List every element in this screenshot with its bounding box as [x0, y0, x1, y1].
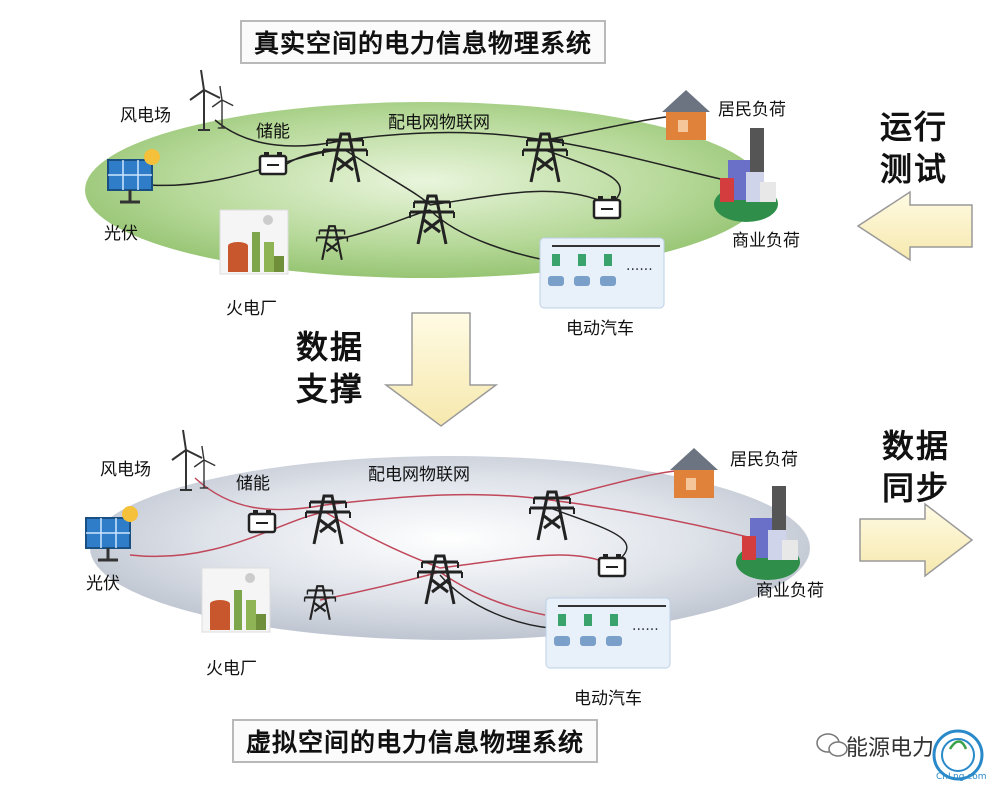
data-support-line-1: 数据	[296, 328, 365, 366]
real-pv-label: 光伏	[104, 224, 138, 244]
data-sync-label: 数据 同步	[882, 425, 950, 509]
virtual-house-icon	[670, 448, 718, 498]
real-thermal-label: 火电厂	[226, 299, 277, 319]
real-sun-icon	[144, 149, 160, 165]
real-ev-label: 电动汽车	[566, 319, 634, 339]
virtual-battery-1	[247, 508, 277, 534]
virtual-pv-label: 光伏	[86, 574, 120, 594]
real-thermal-plant	[219, 209, 289, 275]
operation-test-label: 运行 测试	[880, 106, 948, 190]
virtual-ev-label: 电动汽车	[574, 689, 642, 709]
real-ev-charging	[539, 237, 665, 309]
real-battery-2	[592, 194, 622, 220]
real-battery-1	[258, 150, 288, 176]
data-sync-line-1: 数据	[882, 427, 951, 465]
watermark-logo-text: CnLng.com	[936, 772, 987, 782]
operation-test-line-1: 运行	[880, 108, 949, 146]
real-space-title: 真实空间的电力信息物理系统	[240, 20, 607, 64]
operation-test-line-2: 测试	[880, 150, 949, 188]
virtual-wind-farm-label: 风电场	[100, 460, 151, 480]
virtual-sun-icon	[122, 506, 138, 522]
virtual-commercial-label: 商业负荷	[756, 581, 824, 601]
watermark-text: 能源电力	[846, 736, 935, 761]
data-sync-line-2: 同步	[882, 469, 951, 507]
cnlng-logo	[932, 729, 984, 781]
virtual-storage-label: 储能	[236, 474, 270, 494]
data-sync-arrow	[859, 502, 974, 578]
real-iot-label: 配电网物联网	[388, 113, 490, 133]
data-support-line-2: 支撑	[296, 370, 365, 408]
real-commercial-label: 商业负荷	[732, 231, 800, 251]
wechat-icon	[816, 733, 848, 757]
virtual-ev-charging	[545, 597, 671, 669]
virtual-battery-2	[597, 552, 627, 578]
virtual-space-title: 虚拟空间的电力信息物理系统	[232, 719, 599, 763]
virtual-thermal-plant	[201, 567, 271, 633]
real-storage-label: 储能	[256, 122, 290, 142]
data-support-arrow	[383, 312, 499, 427]
data-support-label: 数据 支撑	[296, 326, 364, 410]
virtual-thermal-label: 火电厂	[206, 659, 257, 679]
virtual-iot-label: 配电网物联网	[368, 465, 470, 485]
virtual-power-lines	[129, 469, 761, 616]
real-wind-farm-label: 风电场	[120, 106, 171, 126]
virtual-residential-label: 居民负荷	[730, 450, 798, 470]
operation-test-arrow	[856, 190, 973, 262]
real-house-icon	[662, 90, 710, 140]
real-residential-label: 居民负荷	[718, 100, 786, 120]
